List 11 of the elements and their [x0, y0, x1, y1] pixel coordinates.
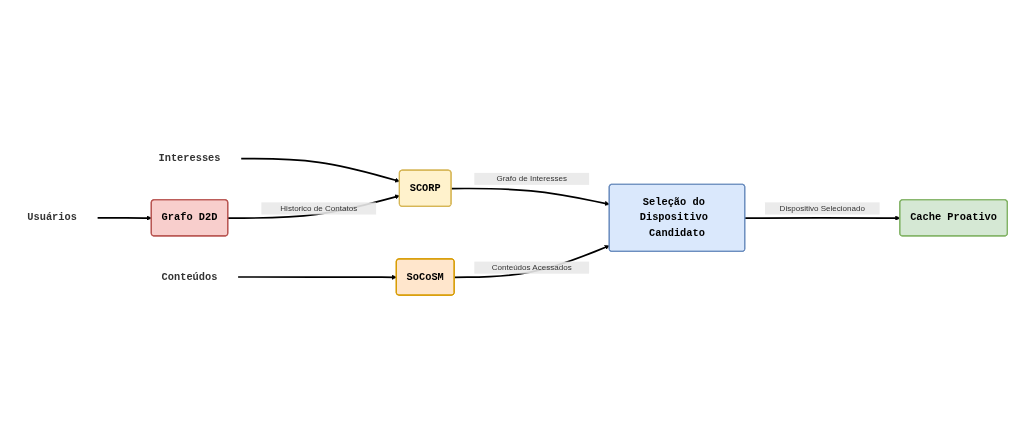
arrow [96, 215, 152, 221]
arrow [227, 194, 400, 219]
edge-label: Conteúdos Acessados [491, 262, 572, 272]
node-text: Interesses [158, 152, 221, 164]
edge-label: Historico de Contatos [280, 203, 358, 213]
edge-label: Grafo de Interesses [496, 173, 567, 183]
node-text: Conteúdos [161, 270, 218, 283]
node-text: Usuários [27, 211, 77, 223]
edge-label: Dispositivo Selecionado [779, 203, 865, 213]
arrow [240, 157, 400, 183]
arrow [237, 274, 397, 280]
